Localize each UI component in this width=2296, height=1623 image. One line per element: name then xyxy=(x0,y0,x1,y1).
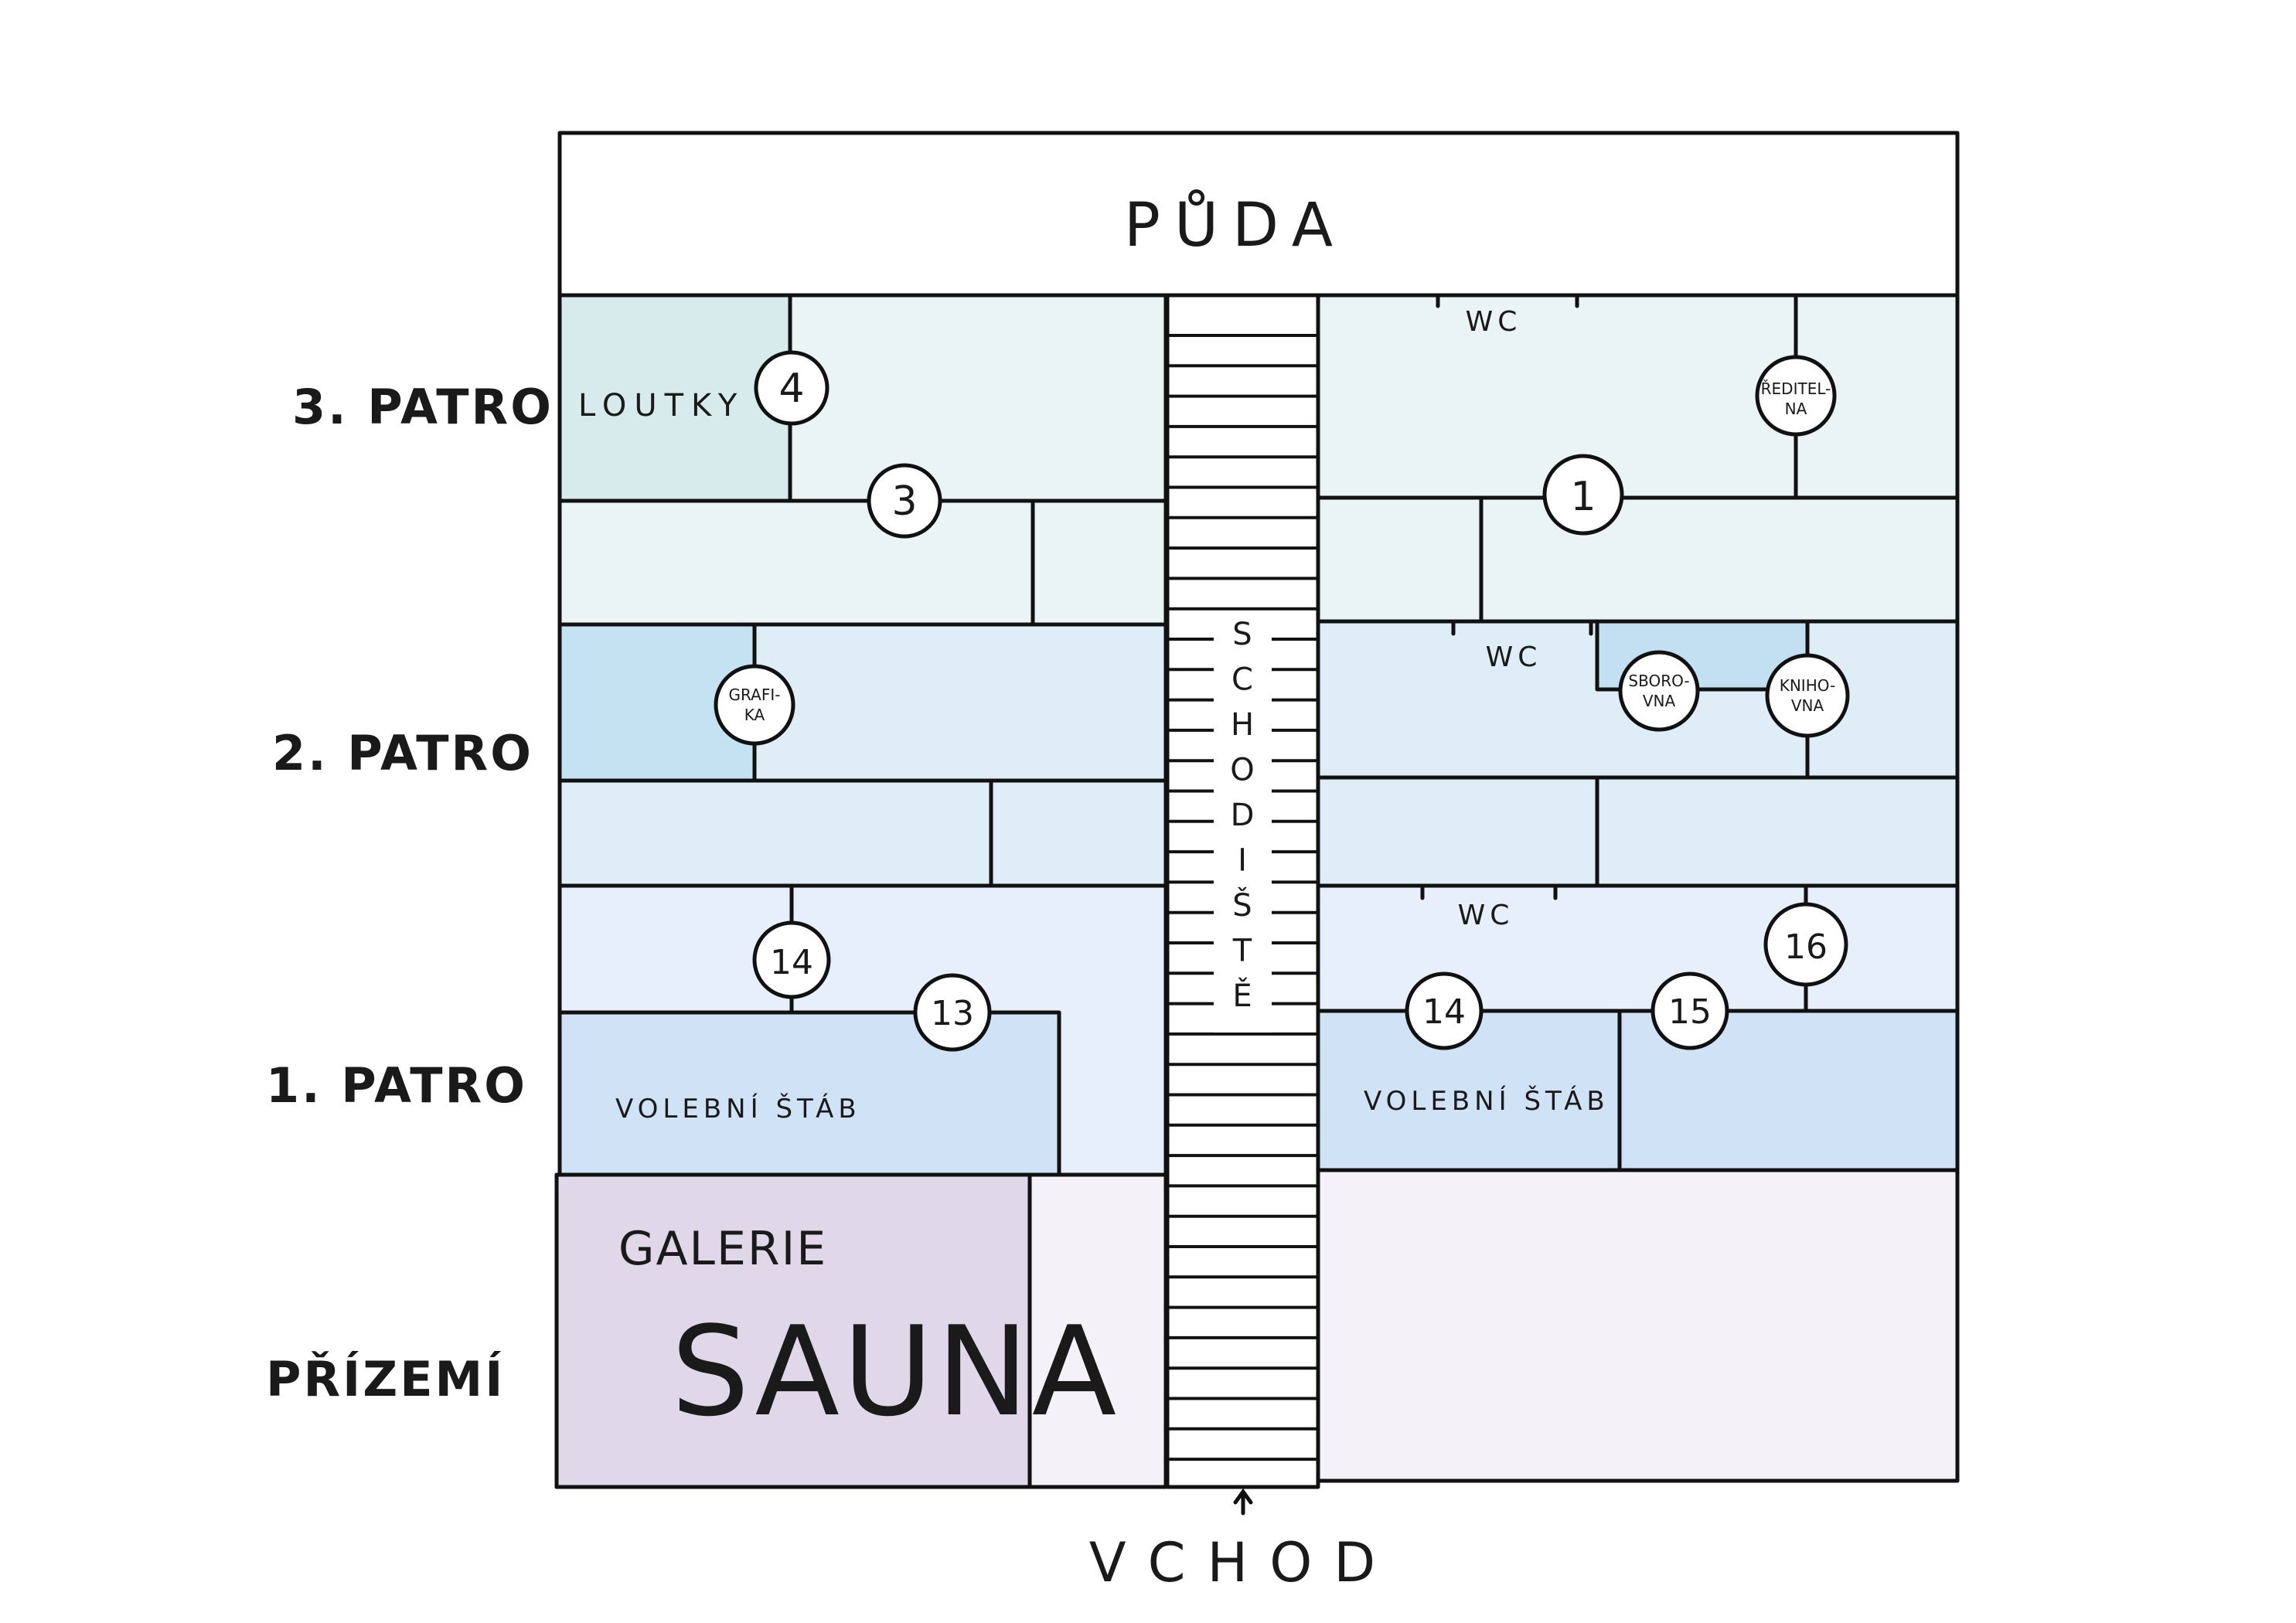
staircase-label-gap xyxy=(1214,611,1272,1033)
door-15-number: 15 xyxy=(1668,992,1712,1032)
floor-label-3: 3. PATRO xyxy=(292,379,554,435)
entrance-arrowhead xyxy=(1233,1488,1253,1505)
floor3-right-lower xyxy=(1316,495,1960,624)
staircase-letter: I xyxy=(1238,843,1247,879)
staircase-letter: O xyxy=(1230,753,1254,788)
door-14-right[interactable] xyxy=(1405,971,1484,1050)
attic-label: PŮDA xyxy=(1124,189,1347,260)
entrance-label: VCHOD xyxy=(1089,1531,1397,1594)
room-volebni-stab-right-label: VOLEBNÍ ŠTÁB xyxy=(1364,1085,1610,1117)
door-reditelna-label-2: NA xyxy=(1785,400,1807,418)
door-14-left-number: 14 xyxy=(770,943,813,982)
door-1-number: 1 xyxy=(1570,474,1596,520)
door-grafika-label-1: GRAFI- xyxy=(729,686,781,704)
door-3[interactable] xyxy=(867,463,942,539)
door-1[interactable] xyxy=(1542,454,1624,536)
door-grafika[interactable] xyxy=(714,664,795,746)
attic xyxy=(557,131,1960,298)
door-16[interactable] xyxy=(1763,902,1848,987)
floor3-left-lower xyxy=(557,498,1168,627)
room-galerie-sauna xyxy=(554,1172,1032,1489)
staircase-letter: S xyxy=(1232,617,1252,652)
floor-label-1: 1. PATRO xyxy=(266,1057,527,1114)
room-loutky xyxy=(557,293,792,503)
door-15[interactable] xyxy=(1650,971,1729,1050)
staircase-letter: H xyxy=(1231,707,1254,743)
room-loutky-label: LOUTKY xyxy=(578,388,744,424)
room-sauna-label: SAUNA xyxy=(671,1299,1119,1444)
room-wc-1-label: WC xyxy=(1458,900,1514,931)
door-reditelna-label-1: ŘEDITEL- xyxy=(1761,379,1831,398)
door-4-number: 4 xyxy=(778,366,804,412)
floor-label-2: 2. PATRO xyxy=(272,725,533,781)
door-14-left[interactable] xyxy=(752,920,831,999)
floor2-right-lower xyxy=(1316,775,1960,888)
staircase-letter: Ě xyxy=(1232,977,1252,1014)
door-knihovna-label-2: VNA xyxy=(1791,696,1824,715)
door-grafika-label-2: KA xyxy=(744,706,765,724)
door-4[interactable] xyxy=(754,350,829,426)
door-13[interactable] xyxy=(913,973,992,1052)
staircase-letter: T xyxy=(1232,934,1252,969)
room-wc-2-label: WC xyxy=(1486,641,1542,673)
door-14-right-number: 14 xyxy=(1422,992,1466,1032)
door-3-number: 3 xyxy=(891,478,917,525)
door-13-number: 13 xyxy=(931,994,974,1033)
door-16-number: 16 xyxy=(1784,927,1828,967)
door-sborovna-label-2: VNA xyxy=(1643,692,1676,710)
floor2-left-lower xyxy=(557,778,1168,888)
door-sborovna-label-1: SBORO- xyxy=(1628,672,1689,690)
room-volebni-stab-left-label: VOLEBNÍ ŠTÁB xyxy=(615,1093,861,1125)
door-knihovna-label-1: KNIHO- xyxy=(1780,676,1836,695)
room-galerie-label: GALERIE xyxy=(618,1222,827,1276)
door-knihovna[interactable] xyxy=(1765,653,1850,738)
floor3-right-upper xyxy=(1316,293,1960,500)
room-wc-3-label: WC xyxy=(1466,306,1522,338)
door-sborovna[interactable] xyxy=(1618,650,1700,732)
staircase-letter: D xyxy=(1231,798,1255,833)
door-reditelna[interactable] xyxy=(1755,355,1837,437)
staircase-letter: Š xyxy=(1232,886,1252,924)
ground-floor-right xyxy=(1316,1168,1960,1483)
staircase-letter: C xyxy=(1231,662,1253,698)
floor-label-0: PŘÍZEMÍ xyxy=(266,1351,505,1407)
